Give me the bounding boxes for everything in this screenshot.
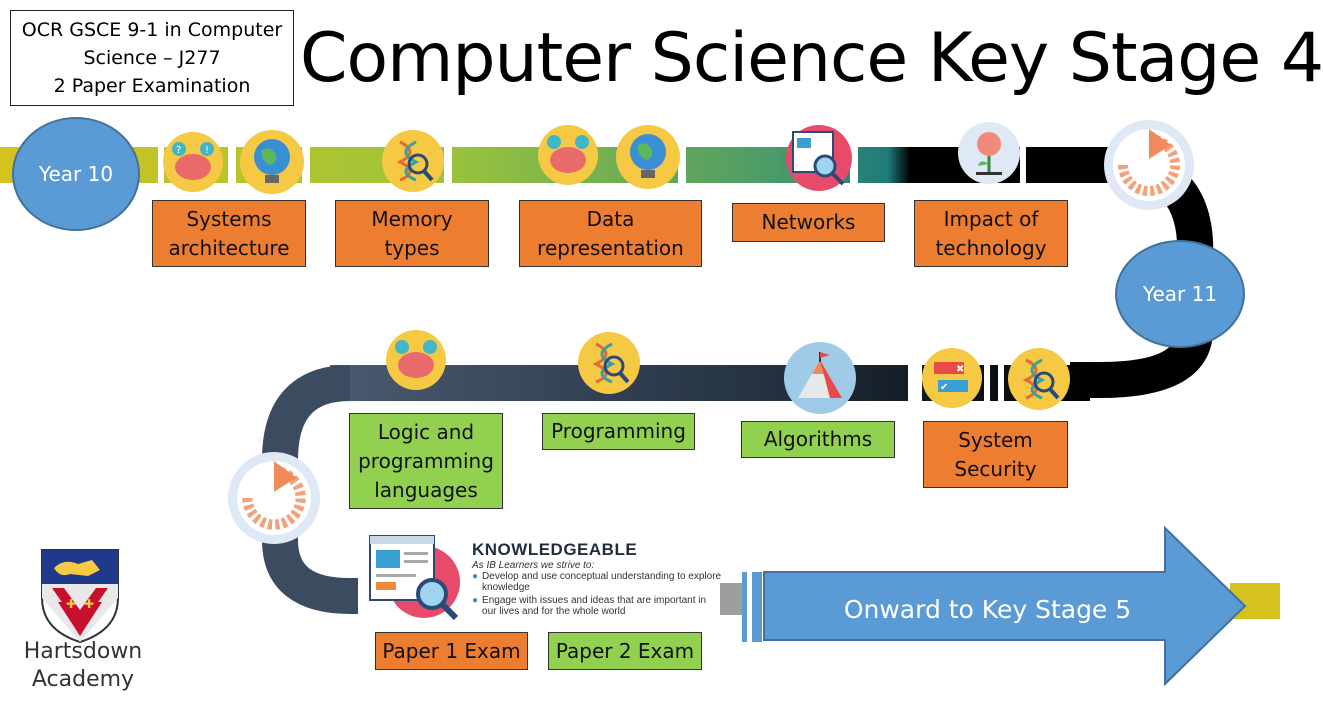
topic-systems-architecture: Systems architecture <box>152 200 306 267</box>
school-crest-logo: ✚ ✚ <box>40 548 120 644</box>
knowledgeable-title: KNOWLEDGEABLE <box>472 540 638 559</box>
topic-impact-of-technology: Impact of technology <box>914 200 1068 267</box>
exam-info-line-1: OCR GSCE 9-1 in Computer <box>21 19 283 41</box>
globe-bulb-icon-2 <box>616 125 680 189</box>
topic-algorithms: Algorithms <box>741 421 895 458</box>
brain-question-icon-2 <box>538 125 598 185</box>
school-name-line-1: Hartsdown <box>23 639 143 664</box>
webpage-search-icon <box>786 125 852 191</box>
knowledgeable-item-1: ●Develop and use conceptual understandin… <box>472 571 722 593</box>
svg-text:?: ? <box>176 145 181 156</box>
school-name: Hartsdown Academy <box>18 638 148 694</box>
brain-question-icon-3 <box>386 330 446 390</box>
mountain-flag-icon <box>784 342 856 414</box>
svg-text:!: ! <box>205 145 209 156</box>
svg-text:✔: ✔ <box>940 382 948 393</box>
dna-magnifier-icon-3 <box>1008 348 1070 410</box>
svg-text:✚: ✚ <box>84 597 94 611</box>
exam-info-line-3: 2 Paper Examination <box>53 75 251 97</box>
paper-1-exam: Paper 1 Exam <box>375 632 528 670</box>
knowledgeable-item-2: ●Engage with issues and ideas that are i… <box>472 595 707 617</box>
globe-icon: ● <box>472 571 479 582</box>
year-11-circle: Year 11 <box>1115 240 1245 348</box>
school-name-line-2: Academy <box>31 667 135 692</box>
brain-question-icon: ?! <box>163 132 223 192</box>
topic-networks: Networks <box>732 203 885 242</box>
onward-arrow <box>763 525 1247 687</box>
topic-logic-and-programming-languages: Logic and programming languages <box>349 413 503 509</box>
webpage-search-icon-large <box>366 532 470 621</box>
plant-brain-icon <box>958 122 1020 184</box>
refresh-arrow-icon <box>1104 120 1194 210</box>
refresh-arrow-icon-2 <box>228 452 320 544</box>
topic-programming: Programming <box>542 413 695 450</box>
topic-memory-types: Memory types <box>335 200 489 267</box>
exam-info-box: OCR GSCE 9-1 in Computer Science – J277 … <box>10 10 294 106</box>
topic-system-security: System Security <box>923 421 1068 488</box>
dna-magnifier-icon-2 <box>578 332 640 394</box>
globe-icon-2: ● <box>472 595 479 606</box>
topic-data-representation: Data representation <box>519 200 702 267</box>
knowledgeable-text: KNOWLEDGEABLE As IB Learners we strive t… <box>472 540 722 617</box>
knowledgeable-panel: KNOWLEDGEABLE As IB Learners we strive t… <box>358 528 722 621</box>
year-10-circle: Year 10 <box>12 117 140 231</box>
page-title: Computer Science Key Stage 4 <box>300 19 1323 98</box>
svg-text:✚: ✚ <box>66 597 76 611</box>
onward-label: Onward to Key Stage 5 <box>843 594 1132 624</box>
svg-text:✖: ✖ <box>956 364 964 375</box>
paper-2-exam: Paper 2 Exam <box>548 632 702 670</box>
globe-bulb-icon <box>240 130 304 194</box>
dna-magnifier-icon <box>382 130 444 192</box>
checklist-icon: ✖✔ <box>922 348 982 408</box>
knowledgeable-subtitle: As IB Learners we strive to: <box>472 560 595 571</box>
exam-info-line-2: Science – J277 <box>83 47 221 69</box>
